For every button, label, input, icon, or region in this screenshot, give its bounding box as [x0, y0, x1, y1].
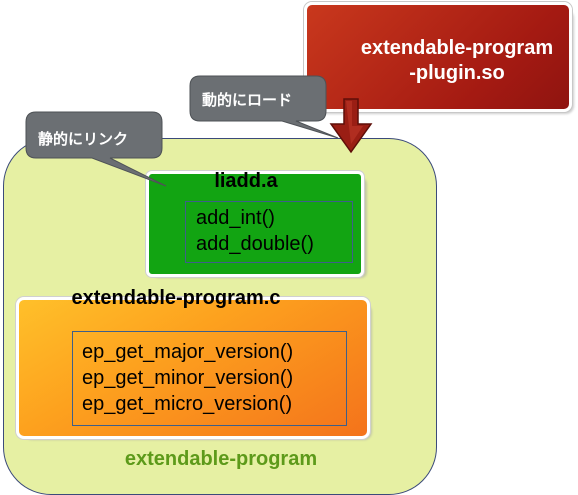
plugin-label: extendable-program -plugin.so: [304, 36, 578, 86]
function-add-double: add_double(): [196, 233, 314, 255]
static-link-label: 静的にリンク: [38, 131, 129, 148]
static-link-callout: [25, 111, 167, 187]
dynamic-load-callout: [189, 75, 339, 139]
static-library-function-list: add_int() add_double(): [185, 201, 353, 263]
plugin-label-line-1: extendable-program: [360, 37, 554, 59]
source-module-box: [16, 297, 370, 439]
function-get-micro-version: ep_get_micro_version(): [82, 393, 293, 415]
static-library-title: liadd.a: [214, 170, 278, 192]
function-add-int: add_int(): [196, 207, 275, 229]
plugin-box: [304, 2, 572, 112]
down-arrow-icon: [329, 98, 373, 154]
dynamic-load-label: 動的にロード: [202, 92, 293, 109]
source-module-title: extendable-program.c: [71, 287, 281, 309]
source-module-function-list: ep_get_major_version() ep_get_minor_vers…: [72, 331, 347, 426]
function-get-major-version: ep_get_major_version(): [82, 341, 294, 363]
static-library-box: [146, 171, 364, 277]
plugin-label-line-2: -plugin.so: [409, 62, 505, 84]
function-get-minor-version: ep_get_minor_version(): [82, 367, 294, 389]
program-label: extendable-program: [124, 448, 318, 470]
